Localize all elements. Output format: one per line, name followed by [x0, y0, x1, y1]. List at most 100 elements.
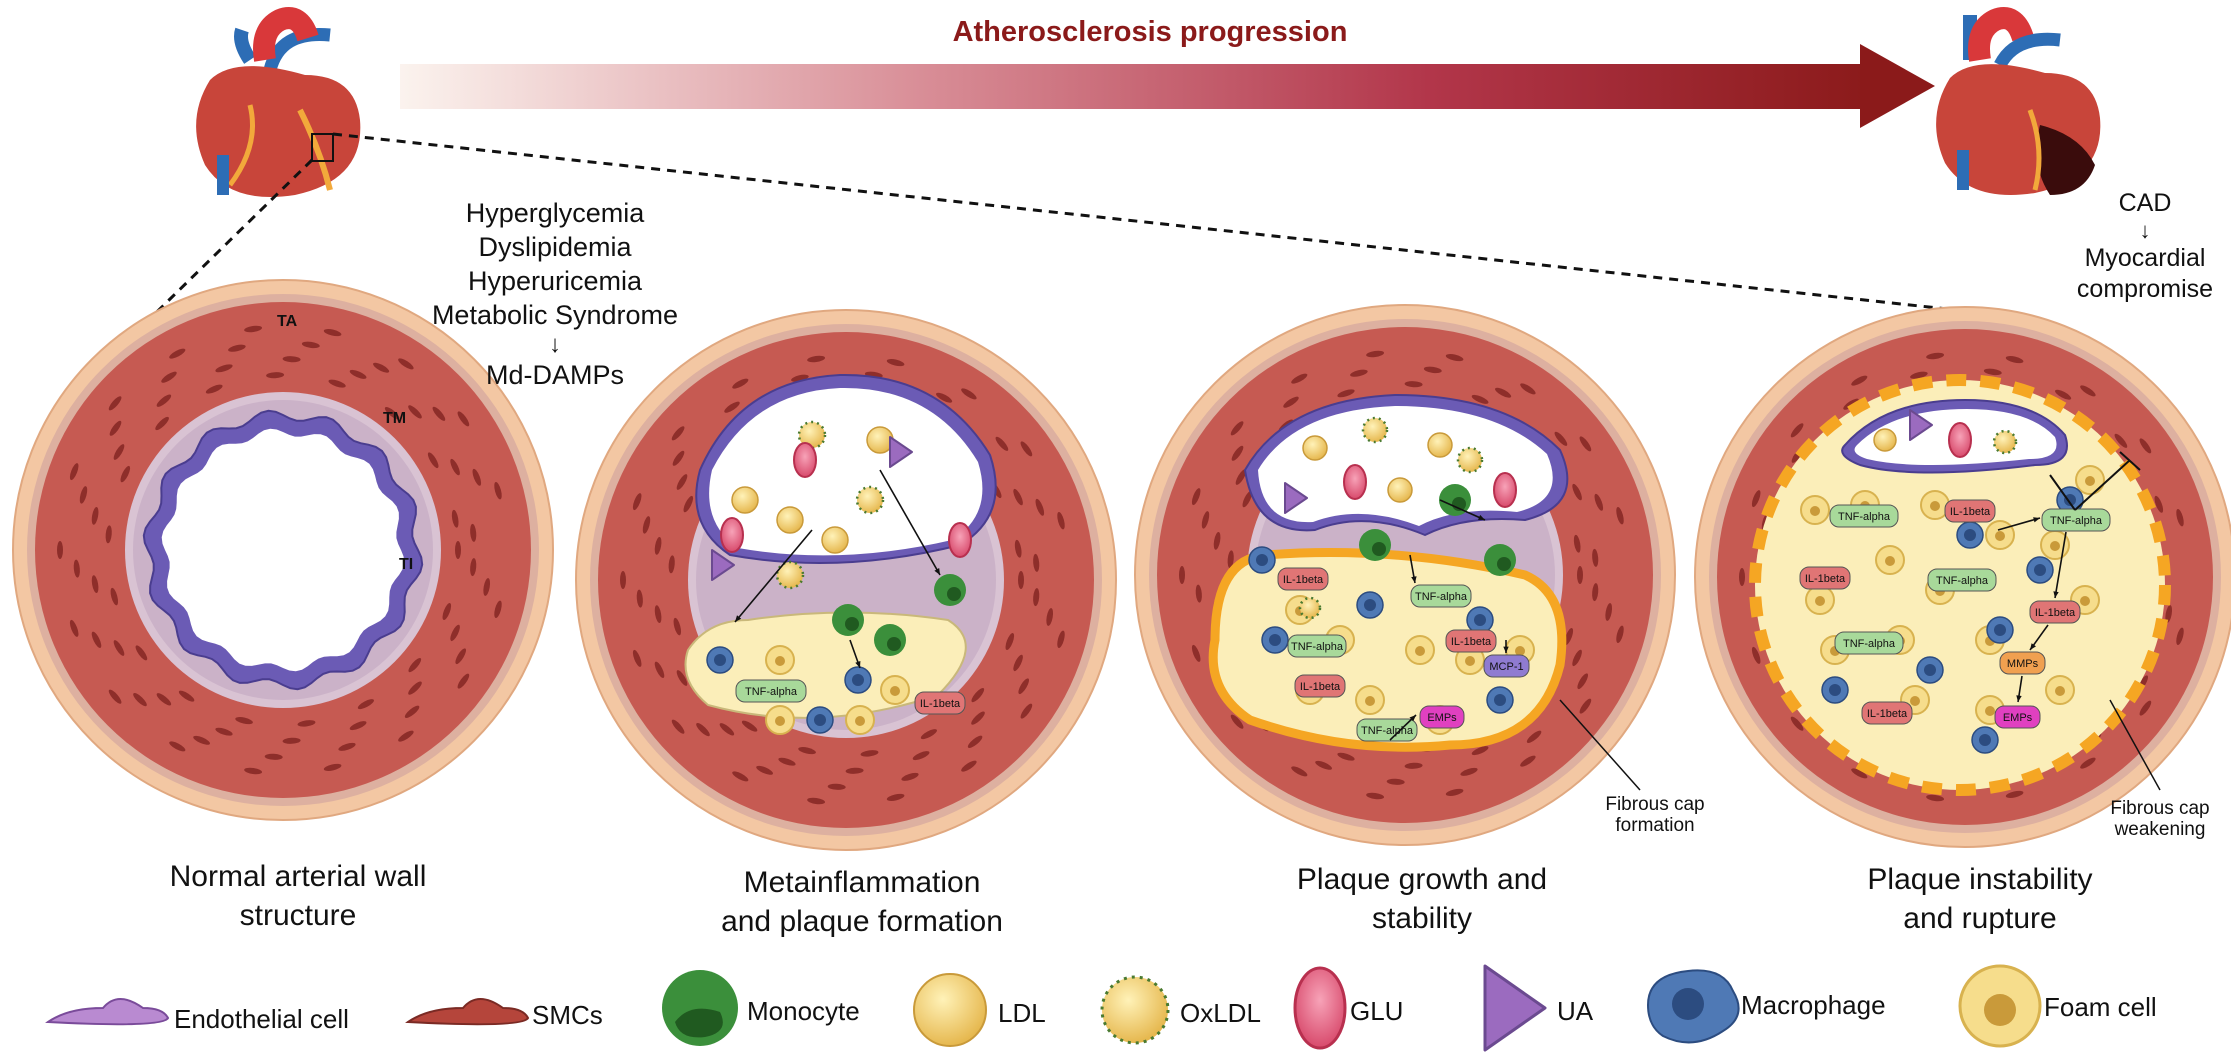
- legend-label-smc: SMCs: [532, 1000, 603, 1030]
- cytokine-badge: [1994, 705, 2041, 729]
- cytokine-badge: [1410, 584, 1472, 608]
- cytokine-badge: [914, 691, 966, 715]
- ua: [711, 549, 735, 581]
- ldl: [1302, 435, 1328, 461]
- progression-title: Atherosclerosis progression: [952, 16, 1348, 48]
- pathway-arrow: [1997, 517, 2041, 531]
- cytokine-label: IL-1beta: [1451, 636, 1492, 648]
- leader-line: [2109, 699, 2161, 791]
- cytokine-label: IL-1beta: [1867, 708, 1908, 720]
- down-arrow-icon: ↓: [549, 331, 561, 358]
- cytokine-badge: [1927, 568, 1997, 592]
- cytokine-label: EMPs: [1427, 712, 1457, 724]
- down-arrow-icon: ↓: [2139, 218, 2151, 243]
- ldl: [731, 486, 759, 514]
- legend-label-ldl: LDL: [998, 998, 1046, 1028]
- endothelial-cell-icon: [45, 998, 170, 1026]
- risk-factor: Metabolic Syndrome: [431, 300, 679, 330]
- oxldl-icon: [1100, 975, 1170, 1045]
- leader-line: [1559, 699, 1641, 791]
- glu: [1343, 464, 1367, 500]
- cytokine-badge: [2029, 600, 2081, 624]
- cytokine-label: IL-1beta: [1300, 681, 1341, 693]
- cytokine-label: TNF-alpha: [1291, 641, 1344, 653]
- md-damps-label: Md-DAMPs: [485, 360, 624, 390]
- ldl: [821, 526, 849, 554]
- cad-label: CAD: [2118, 189, 2172, 217]
- legend-label-glu: GLU: [1350, 996, 1404, 1026]
- cytokine-label: IL-1beta: [1805, 573, 1846, 585]
- legend-label-foam-cell: Foam cell: [2044, 992, 2157, 1022]
- cytokine-badge: [1356, 718, 1418, 742]
- lumen: [161, 428, 405, 672]
- layer-label-ti: TI: [399, 556, 414, 573]
- cytokine-label: MMPs: [2007, 658, 2039, 670]
- outcome-line: compromise: [2076, 275, 2214, 303]
- cytokine-badge: [1834, 631, 1904, 655]
- legend-label-oxldl: OxLDL: [1180, 998, 1261, 1028]
- ua: [1284, 482, 1308, 514]
- risk-factor: Hyperglycemia: [465, 198, 645, 228]
- lumen: [709, 387, 983, 556]
- inhibition-line: [2074, 459, 2131, 511]
- cytokine-label: IL-1beta: [2035, 607, 2076, 619]
- glu: [1493, 472, 1517, 508]
- oxldl: [797, 420, 827, 450]
- cytokine-label: IL-1beta: [1950, 506, 1991, 518]
- artery-normal: [12, 279, 554, 821]
- pathway-arrow: [879, 469, 941, 576]
- cytokine-badge: [1829, 504, 1899, 528]
- cytokine-badge: [1799, 566, 1851, 590]
- legend-label-endothelial: Endothelial cell: [174, 1004, 349, 1034]
- cytokine-badge: [1277, 567, 1329, 591]
- cytokine-badge: [735, 679, 807, 703]
- zoom-lines: [118, 132, 1976, 350]
- cytokine-label: EMPs: [2003, 712, 2033, 724]
- cytokine-badge: [1445, 629, 1497, 653]
- legend-label-ua: UA: [1557, 996, 1594, 1026]
- cytokine-label: TNF-alpha: [1936, 575, 1989, 587]
- cytokine-badge: [1861, 701, 1913, 725]
- ua: [889, 436, 913, 468]
- layer-label-ta: TA: [277, 313, 298, 330]
- risk-factor: Hyperuricemia: [467, 266, 643, 296]
- cytokine-label: IL-1beta: [1283, 574, 1324, 586]
- cytokine-label: TNF-alpha: [1843, 638, 1896, 650]
- risk-factor: Dyslipidemia: [478, 232, 632, 262]
- oxldl: [1361, 416, 1389, 444]
- ldl-icon: [913, 973, 987, 1047]
- cytokine-badge: [1483, 654, 1530, 678]
- ua: [1909, 409, 1933, 441]
- cytokine-badge: [1294, 674, 1346, 698]
- oxldl: [1992, 429, 2018, 455]
- legend-label-monocyte: Monocyte: [747, 996, 860, 1026]
- heart-icon-infarcted: [1936, 7, 2101, 195]
- pathway-arrow: [734, 529, 813, 623]
- cytokine-label: TNF-alpha: [1361, 725, 1414, 737]
- oxldl: [775, 560, 805, 590]
- cytokine-label: TNF-alpha: [745, 686, 798, 698]
- ldl: [1427, 432, 1453, 458]
- lumen: [1258, 406, 1553, 526]
- glu: [948, 522, 972, 558]
- cytokine-badge: [1287, 634, 1347, 658]
- cytokine-label: TNF-alpha: [1838, 511, 1891, 523]
- pathway-arrow: [1439, 499, 1486, 521]
- foam-cell-icon: [1958, 964, 2042, 1048]
- ldl: [776, 506, 804, 534]
- outcome-line: Myocardial: [2084, 244, 2206, 272]
- ldl: [1387, 477, 1413, 503]
- cytokine-badge: [1999, 651, 2046, 675]
- cytokine-label: MCP-1: [1489, 661, 1523, 673]
- pathway-arrow: [2054, 531, 2067, 599]
- legend-icons: [45, 964, 2042, 1052]
- cytokine-label: TNF-alpha: [1415, 591, 1468, 603]
- ua-icon: [1483, 964, 1547, 1052]
